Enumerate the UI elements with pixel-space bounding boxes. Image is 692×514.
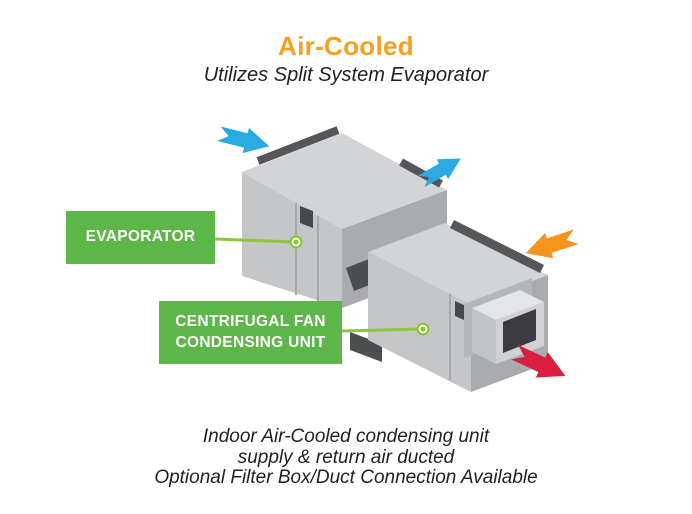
discharge-top-face (472, 290, 544, 320)
caption-line-2: supply & return air ducted (237, 446, 455, 468)
condensing-unit-label-line1: CENTRIFUGAL FAN (175, 313, 326, 331)
return-air-in-arrow-icon (216, 126, 270, 154)
evaporator-label: EVAPORATOR (66, 211, 215, 264)
condensing-leader-line (341, 327, 424, 333)
airflow-arrows (216, 126, 579, 378)
caption-line-3: Optional Filter Box/Duct Connection Avai… (154, 467, 538, 488)
evaporator-top-face (242, 133, 447, 229)
condensing-access-handle (455, 301, 464, 320)
condensing-unit (368, 219, 548, 392)
connector-duct-lower (350, 332, 382, 362)
evaporator-label-text: EVAPORATOR (85, 228, 196, 246)
condensing-front-face (368, 252, 471, 392)
condensing-anchor-dot-core (420, 326, 426, 332)
condenser-air-in-arrow-icon (525, 229, 579, 259)
page-subtitle: Utilizes Split System Evaporator (203, 64, 489, 86)
discharge-opening (503, 309, 536, 353)
caption: Indoor Air-Cooled condensing unit supply… (0, 426, 692, 489)
evaporator-leader-line (214, 237, 297, 244)
condensing-duct-collar (449, 219, 545, 274)
supply-air-out-arrow-icon (417, 158, 461, 188)
condenser-air-out-arrow-icon (511, 344, 566, 378)
condensing-unit-label-line2: CONDENSING UNIT (175, 333, 326, 351)
leader-lines (214, 235, 430, 336)
caption-line-1: Indoor Air-Cooled condensing unit (202, 426, 490, 447)
page-title: Air-Cooled (278, 31, 414, 61)
header: Air-Cooled Utilizes Split System Evapora… (0, 0, 692, 87)
condensing-top-face (368, 223, 548, 304)
condensing-unit-label: CENTRIFUGAL FAN CONDENSING UNIT (159, 301, 342, 364)
evaporator-access-handle (300, 206, 313, 228)
evaporator-duct-collar-left (256, 126, 340, 165)
evaporator-anchor-dot-core (293, 239, 299, 245)
discharge-side-face (472, 308, 496, 364)
